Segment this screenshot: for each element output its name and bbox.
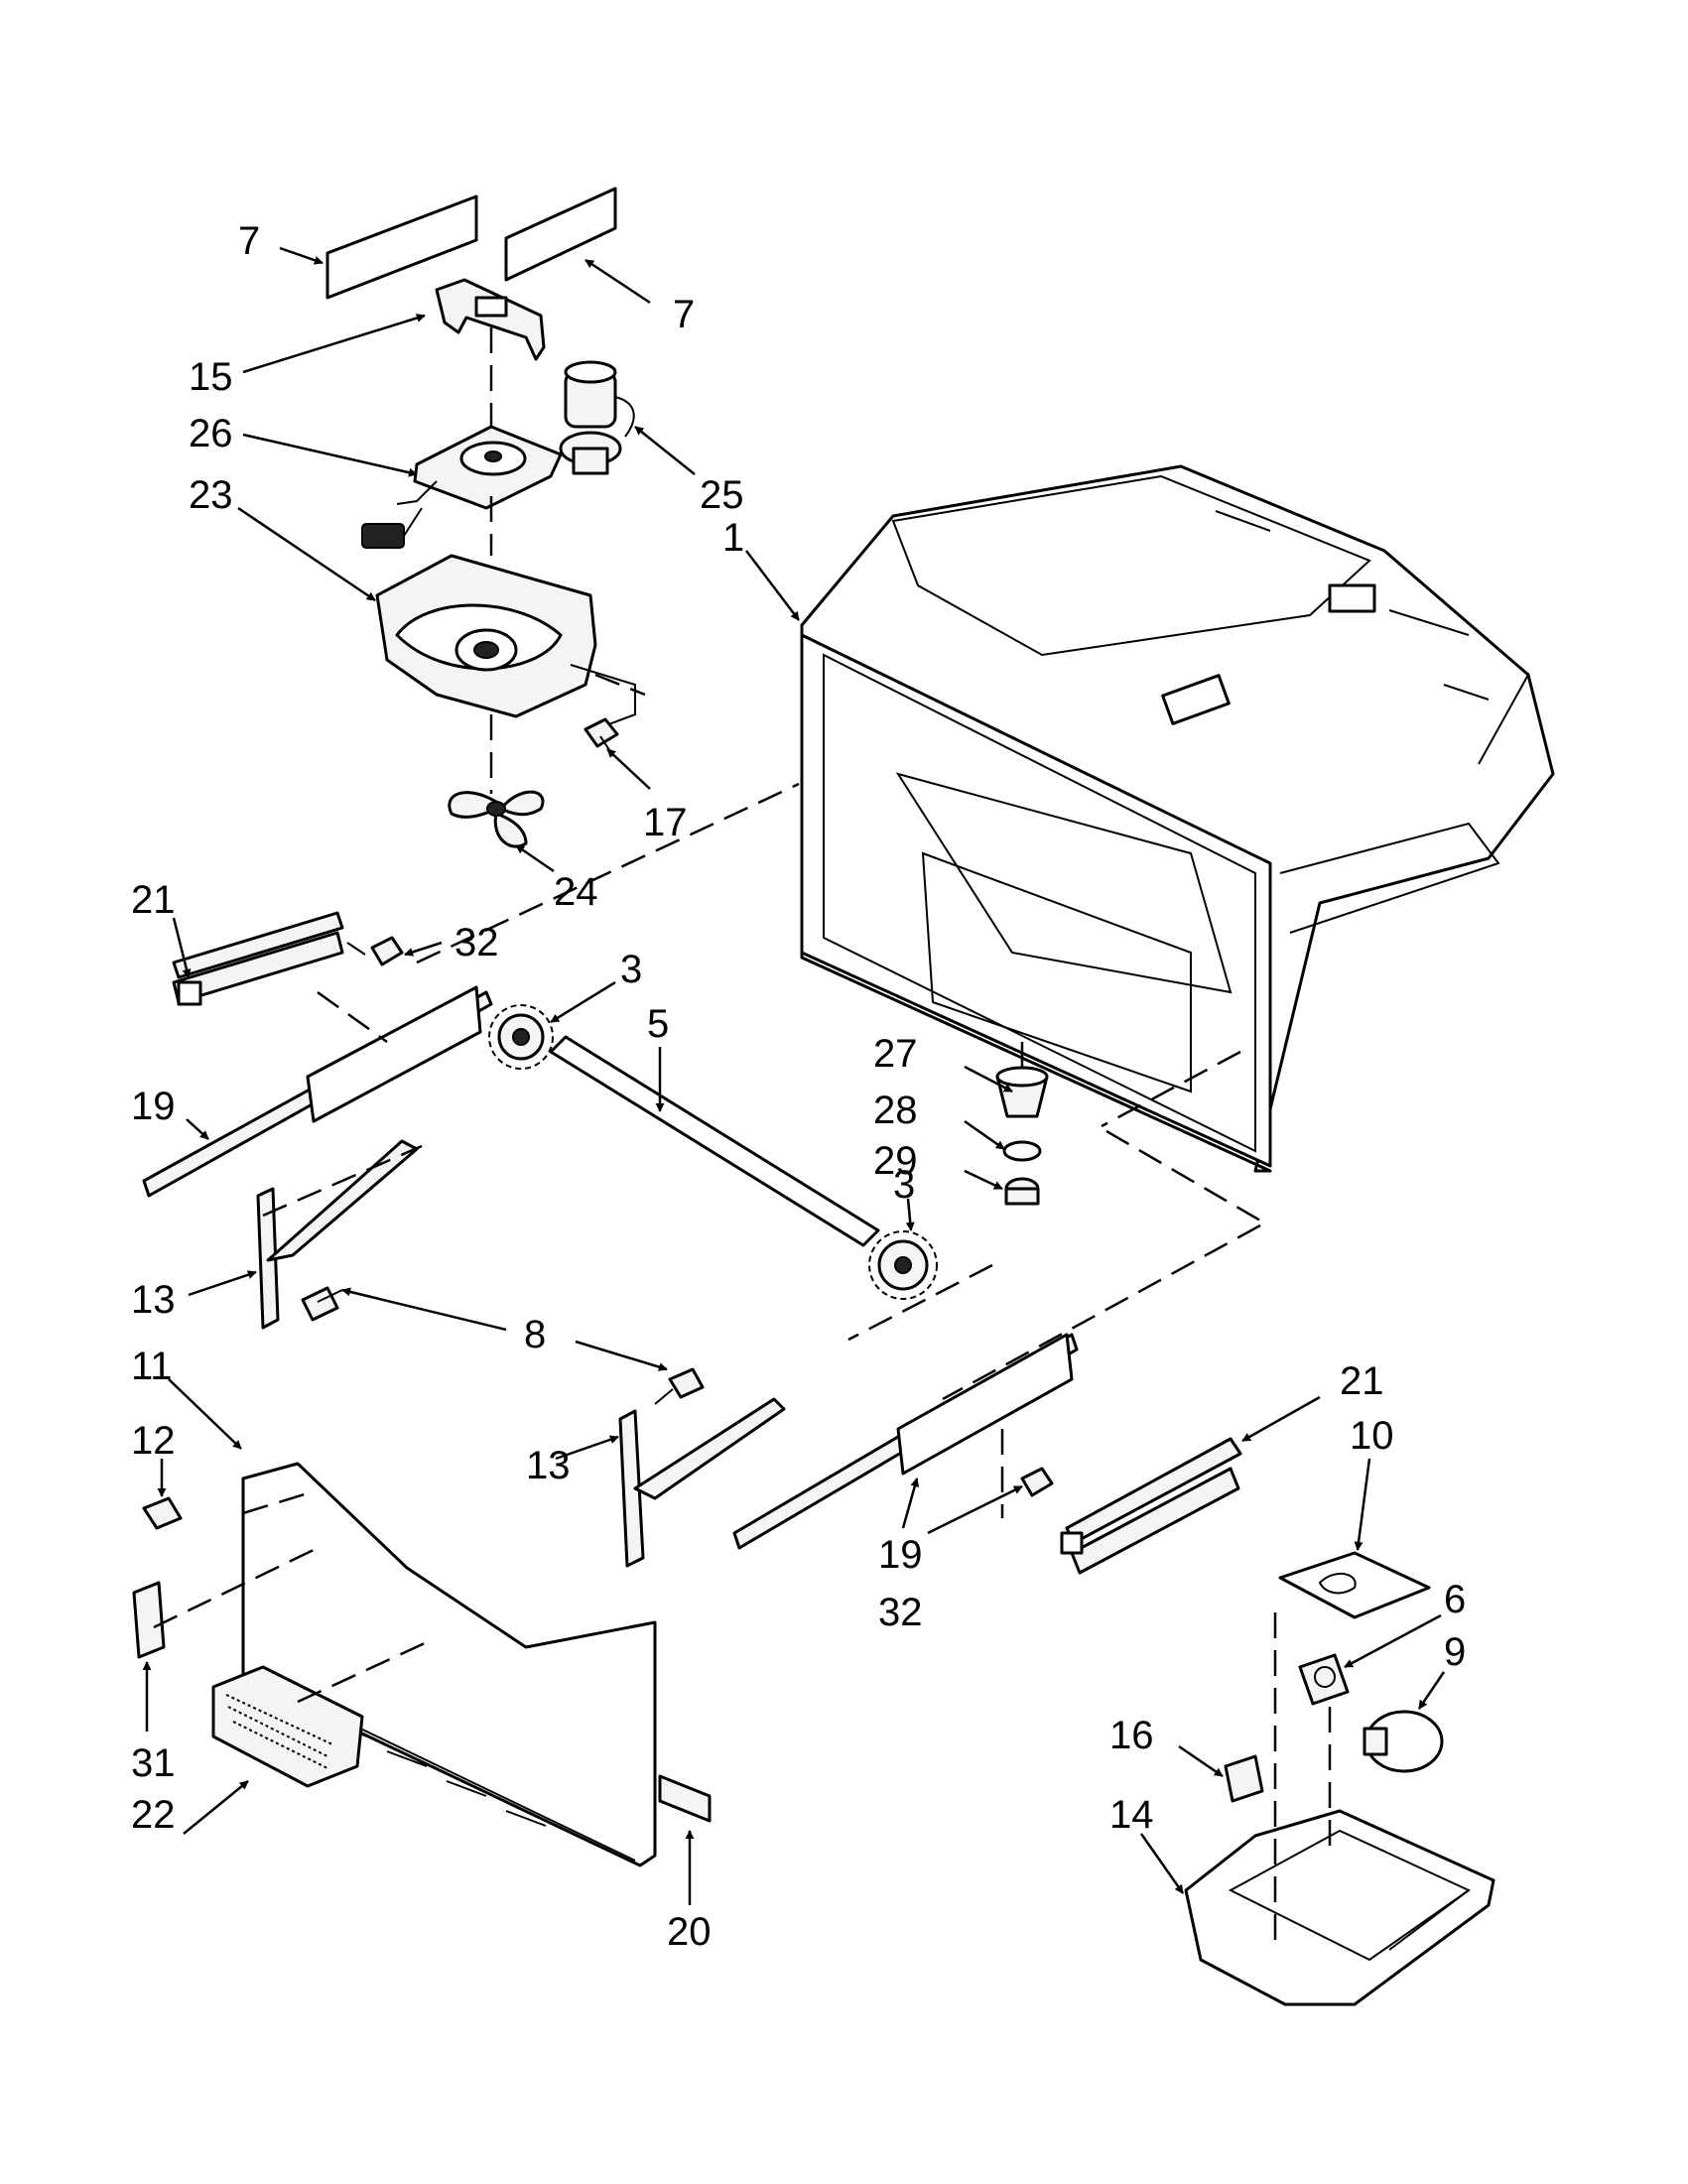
callout-13-left: 13 xyxy=(131,1278,176,1322)
callout-23: 23 xyxy=(189,473,233,517)
callout-19-left: 19 xyxy=(131,1085,176,1128)
callout-24: 24 xyxy=(554,870,598,914)
callout-22: 22 xyxy=(131,1793,176,1837)
fan-shroud xyxy=(375,554,646,794)
rail-bracket-right xyxy=(618,1397,786,1568)
light-bulb xyxy=(1363,1710,1444,1773)
slide-bracket-upper-left xyxy=(172,911,344,1006)
fan-cover-bracket xyxy=(435,278,546,437)
front-grille xyxy=(211,1665,364,1788)
callout-11: 11 xyxy=(131,1345,173,1388)
lower-panel xyxy=(241,1462,657,1867)
screw-8-left xyxy=(301,1286,343,1322)
light-housing xyxy=(1184,1809,1495,2006)
clip-31 xyxy=(132,1581,166,1659)
fan-blade xyxy=(448,790,545,848)
callout-17: 17 xyxy=(643,801,688,844)
slide-rail-right xyxy=(732,1333,1079,1550)
leader-arrows xyxy=(142,246,1446,1905)
connecting-shaft xyxy=(549,1035,880,1247)
freezer-basket-liner xyxy=(800,464,1555,1173)
callout-3-lower: 3 xyxy=(893,1163,915,1207)
screw-17 xyxy=(584,717,619,757)
callout-32-lower: 32 xyxy=(878,1591,923,1634)
light-switch xyxy=(1224,1754,1264,1803)
callout-14: 14 xyxy=(1109,1793,1154,1837)
filter-pad-left xyxy=(325,194,478,300)
filter-pad-right xyxy=(504,187,617,282)
o-ring xyxy=(1002,1140,1042,1162)
fan-motor xyxy=(361,425,563,556)
callout-19-right: 19 xyxy=(878,1533,923,1577)
callout-29: 29 xyxy=(873,1139,918,1183)
screw-12 xyxy=(142,1496,183,1530)
callout-16: 16 xyxy=(1109,1714,1154,1757)
callout-7-right: 7 xyxy=(673,293,695,336)
screw-32-lower xyxy=(1020,1467,1054,1497)
pinion-gear-lower xyxy=(868,1230,938,1300)
callout-3-upper: 3 xyxy=(620,948,642,991)
callout-15: 15 xyxy=(189,355,233,399)
callout-6: 6 xyxy=(1444,1578,1466,1621)
slide-bracket-lower-right xyxy=(1060,1437,1242,1575)
callout-32-upper: 32 xyxy=(454,921,499,964)
assembly-lines xyxy=(153,782,1332,1940)
callout-13-right: 13 xyxy=(526,1444,571,1487)
callout-25: 25 xyxy=(700,473,744,517)
trim-strip xyxy=(658,1774,712,1823)
callout-26: 26 xyxy=(189,412,233,455)
screw-8-right xyxy=(654,1367,705,1405)
callout-20: 20 xyxy=(667,1910,712,1954)
callout-7-left: 7 xyxy=(238,219,260,263)
callout-5: 5 xyxy=(647,1002,669,1046)
light-shield xyxy=(1278,1551,1431,1619)
rail-cap xyxy=(995,1066,1049,1118)
callout-31: 31 xyxy=(131,1741,176,1785)
callout-1: 1 xyxy=(722,516,744,560)
screw-32-upper xyxy=(346,936,404,966)
callout-21-lower: 21 xyxy=(1340,1359,1384,1403)
callout-10: 10 xyxy=(1350,1414,1394,1458)
washer xyxy=(1004,1177,1040,1206)
callout-9: 9 xyxy=(1444,1630,1466,1674)
callout-21-upper: 21 xyxy=(131,878,176,922)
slide-rail-left xyxy=(142,985,493,1198)
callout-28: 28 xyxy=(873,1089,918,1132)
pinion-gear-upper xyxy=(488,1004,554,1070)
callout-8: 8 xyxy=(524,1313,546,1356)
light-socket xyxy=(1298,1653,1350,1706)
callout-12: 12 xyxy=(131,1419,176,1463)
damper-assembly xyxy=(559,360,635,475)
callout-labels: 7 7 15 26 25 23 1 17 24 21 32 3 5 19 27 … xyxy=(131,219,1466,1954)
callout-27: 27 xyxy=(873,1032,918,1076)
rail-bracket-left xyxy=(256,1139,419,1330)
